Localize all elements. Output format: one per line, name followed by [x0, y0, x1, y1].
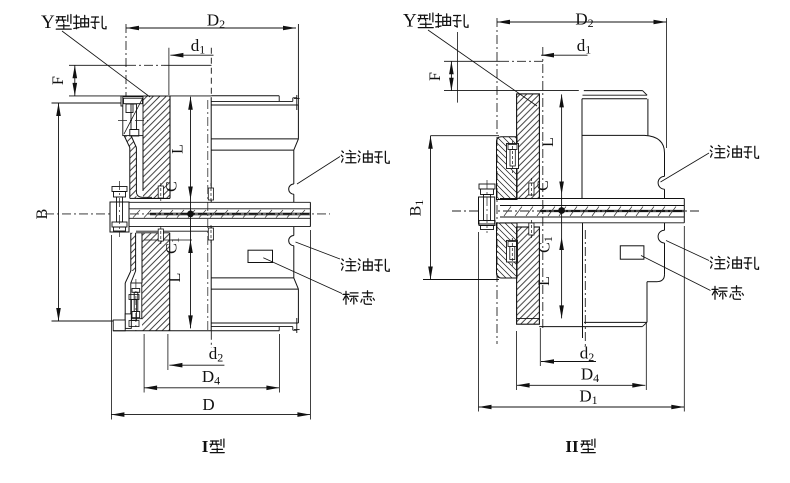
svg-text:L: L	[536, 276, 553, 286]
svg-text:C1: C1	[537, 236, 556, 253]
svg-text:II: II	[565, 437, 579, 456]
svg-text:Y: Y	[403, 11, 417, 32]
svg-text:Y: Y	[41, 12, 55, 33]
svg-text:L: L	[540, 137, 557, 147]
svg-text:D: D	[202, 395, 214, 414]
svg-text:I: I	[202, 437, 209, 456]
svg-text:C1: C1	[164, 237, 183, 254]
svg-text:B1: B1	[408, 200, 427, 217]
svg-text:L: L	[170, 144, 187, 154]
svg-text:C: C	[535, 180, 552, 191]
svg-text:F: F	[50, 76, 67, 85]
svg-text:F: F	[427, 72, 444, 81]
svg-text:B: B	[34, 209, 51, 220]
svg-text:C: C	[164, 181, 181, 192]
svg-text:L: L	[167, 273, 184, 283]
